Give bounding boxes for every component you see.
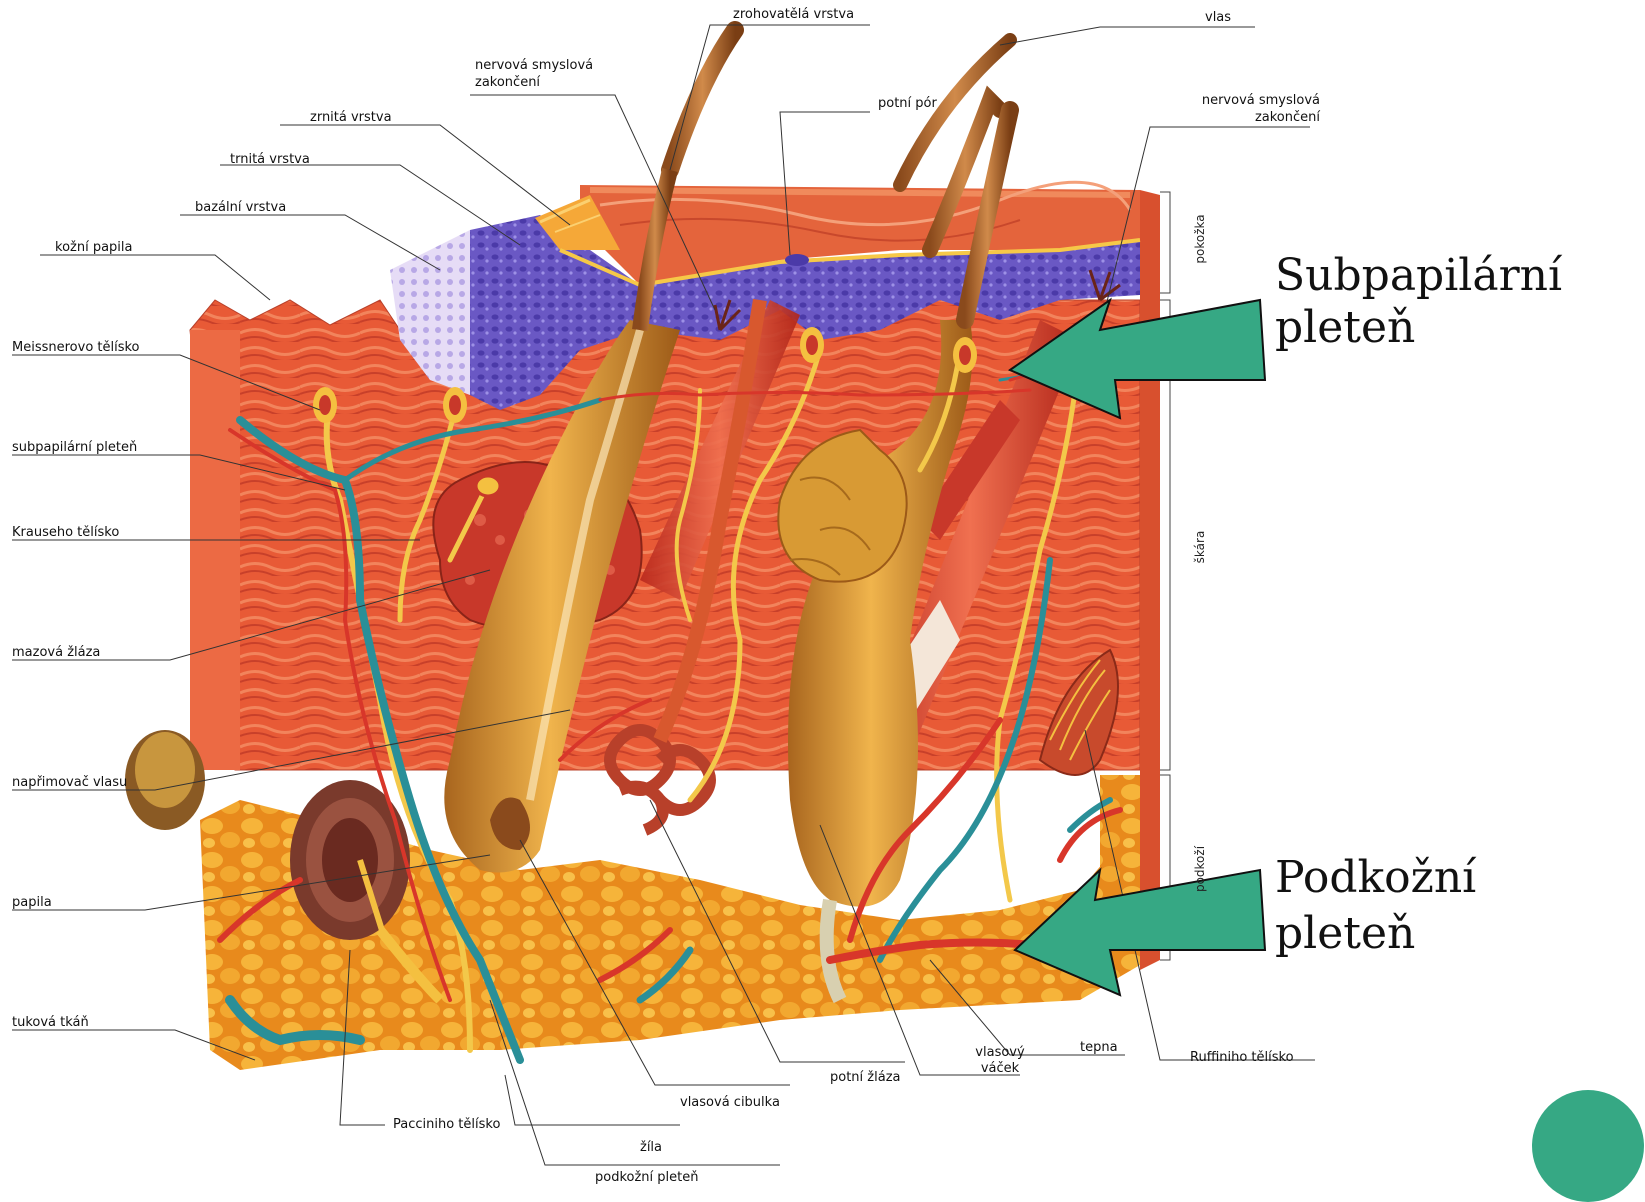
label-nervova-smyslova-right-2: zakončení: [1180, 110, 1320, 125]
callout-subpapilarni-2: pleteň: [1275, 302, 1415, 354]
label-potni-por: potní pór: [878, 96, 937, 111]
label-krauseho-telisko: Krauseho tělísko: [12, 525, 119, 540]
label-zrohovatela-vrstva: zrohovatělá vrstva: [733, 7, 854, 22]
label-zrnita-vrstva: zrnitá vrstva: [310, 110, 392, 125]
label-vlasova-cibulka: vlasová cibulka: [680, 1095, 780, 1110]
callout-podkozni-2: pleteň: [1275, 908, 1415, 960]
label-tukova-tkan: tuková tkáň: [12, 1015, 89, 1030]
label-zila: žíla: [640, 1140, 662, 1155]
label-tepna: tepna: [1080, 1040, 1118, 1055]
label-pacciniho-telisko: Pacciniho tělísko: [393, 1117, 500, 1132]
label-vlasovy-vacek-2: váček: [960, 1061, 1040, 1076]
label-bazalni-vrstva: bazální vrstva: [195, 200, 286, 215]
krause-corpuscle: [476, 476, 500, 496]
label-nervova-smyslova-top-1: nervová smyslová: [475, 58, 593, 73]
label-pokozka: pokožka: [1193, 209, 1207, 269]
callout-subpapilarni-1: Subpapilární: [1275, 250, 1562, 302]
layer-brackets: [1160, 192, 1170, 960]
label-trnita-vrstva: trnitá vrstva: [230, 152, 310, 167]
label-podkozni-pleten: podkožní pleteň: [595, 1170, 698, 1185]
label-nervova-smyslova-right-1: nervová smyslová: [1180, 93, 1320, 108]
label-subpapilarni-pleten: subpapilární pleteň: [12, 440, 137, 455]
label-papila: papila: [12, 895, 52, 910]
label-potni-zlaza: potní žláza: [830, 1070, 900, 1085]
label-meissnerovo-telisko: Meissnerovo tělísko: [12, 340, 140, 355]
label-podkozi: podkoží: [1193, 839, 1207, 899]
label-vlas: vlas: [1205, 10, 1231, 25]
label-mazova-zlaza: mazová žláza: [12, 645, 100, 660]
sweat-pore: [785, 254, 809, 266]
decorative-green-circle: [1532, 1090, 1644, 1202]
callout-podkozni-1: Podkožní: [1275, 852, 1476, 904]
label-vlasovy-vacek-1: vlasový: [960, 1045, 1040, 1060]
label-kozni-papila: kožní papila: [55, 240, 133, 255]
label-ruffiniho-telisko: Ruffiniho tělísko: [1190, 1050, 1294, 1065]
label-nervova-smyslova-top-2: zakončení: [475, 75, 540, 90]
label-skara: škára: [1193, 522, 1207, 572]
label-naprimovac-vlasu: napřimovač vlasu: [12, 775, 127, 790]
